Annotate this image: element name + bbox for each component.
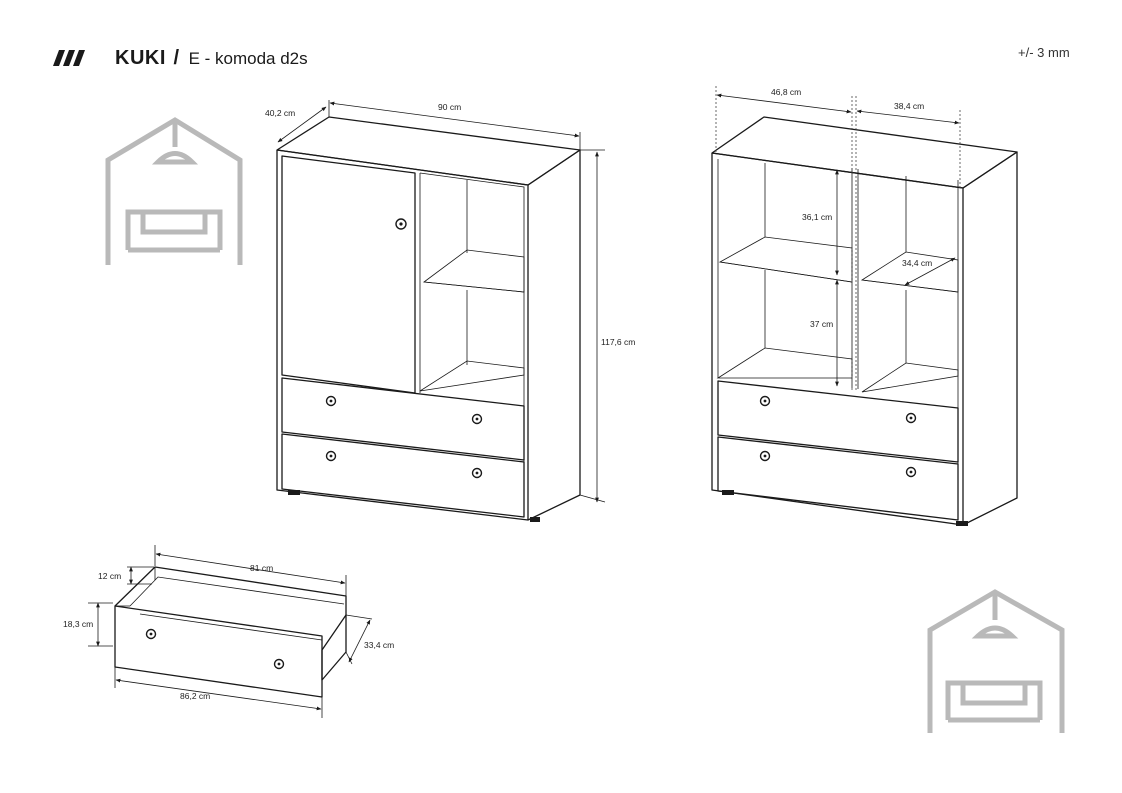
house-sofa-logo-icon bbox=[105, 117, 243, 265]
dim-drawer-front-height: 18,3 cm bbox=[63, 619, 93, 629]
dim-width: 90 cm bbox=[438, 102, 461, 112]
product-name: KUKI bbox=[115, 47, 166, 69]
header: KUKI / E - komoda d2s +/- 3 mm bbox=[0, 0, 1122, 90]
page-title: KUKI / E - komoda d2s bbox=[115, 47, 308, 70]
dim-drawer-side-height: 12 cm bbox=[98, 571, 121, 581]
dim-drawer-inner-width: 81 cm bbox=[250, 563, 273, 573]
dim-depth: 40,2 cm bbox=[265, 108, 295, 118]
dim-height: 117,6 cm bbox=[601, 337, 635, 347]
product-variant: E - komoda d2s bbox=[188, 49, 308, 68]
dim-right-section-width: 38,4 cm bbox=[894, 101, 924, 111]
closed-cabinet-drawing: 40,2 cm 90 cm 117,6 cm bbox=[265, 100, 635, 522]
dim-left-section-width: 46,8 cm bbox=[771, 87, 801, 97]
dim-drawer-front-width: 86,2 cm bbox=[180, 691, 210, 701]
tolerance-note: +/- 3 mm bbox=[1018, 45, 1070, 60]
drawer-drawing: 81 cm 12 cm 18,3 cm 33,4 cm 86,2 cm bbox=[63, 545, 394, 718]
dim-drawer-depth: 33,4 cm bbox=[364, 640, 394, 650]
brand-slashes-icon bbox=[53, 50, 85, 66]
dim-lower-compartment-height: 37 cm bbox=[810, 319, 833, 329]
dim-upper-compartment-height: 36,1 cm bbox=[802, 212, 832, 222]
house-sofa-logo-icon bbox=[927, 589, 1065, 733]
title-separator: / bbox=[173, 47, 180, 69]
dim-shelf-depth: 34,4 cm bbox=[902, 258, 932, 268]
open-cabinet-drawing: 46,8 cm 38,4 cm 36,1 cm 37 cm 34,4 cm bbox=[711, 86, 1018, 526]
